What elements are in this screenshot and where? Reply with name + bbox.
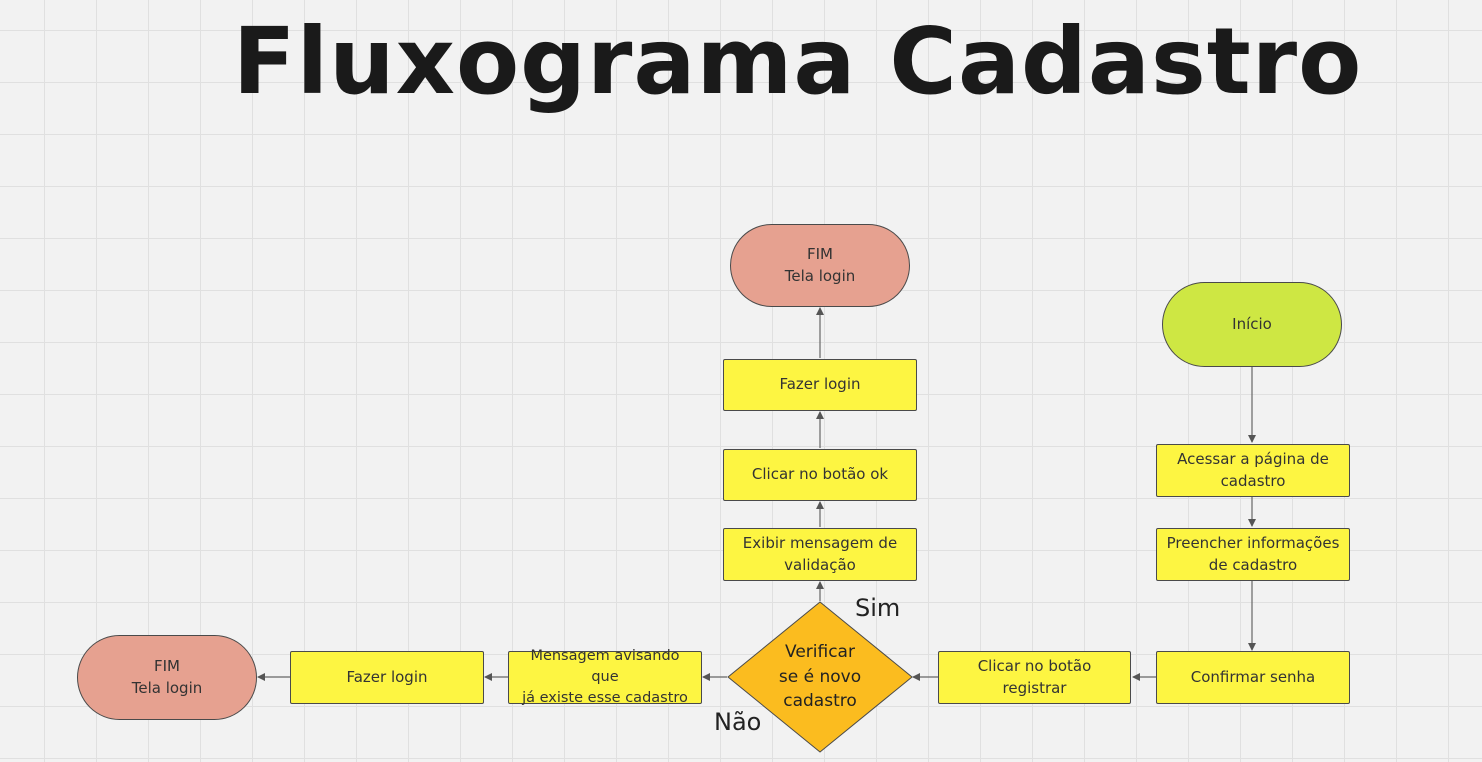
process-preencher-informacoes: Preencher informações de cadastro	[1156, 528, 1350, 581]
process-exibir-mensagem: Exibir mensagem de validação	[723, 528, 917, 581]
decision-diamond-shape	[727, 601, 913, 753]
process-acessar-pagina: Acessar a página de cadastro	[1156, 444, 1350, 497]
decision-label: Verificar se é novo cadastro	[778, 642, 862, 712]
branch-label-sim: Sim	[855, 594, 901, 622]
start-node-inicio: Início	[1162, 282, 1342, 367]
process-confirmar-senha: Confirmar senha	[1156, 651, 1350, 704]
process-mensagem-cadastro-existente: Mensagem avisando que já existe esse cad…	[508, 648, 702, 706]
branch-label-nao: Não	[714, 708, 762, 736]
decision-verificar-cadastro: Verificar se é novo cadastro	[727, 601, 913, 753]
process-clicar-registrar: Clicar no botão registrar	[938, 651, 1131, 704]
process-clicar-ok: Clicar no botão ok	[723, 449, 917, 501]
process-fazer-login-top: Fazer login	[723, 359, 917, 411]
end-node-fim-top: FIM Tela login	[730, 224, 910, 307]
diagram-title: Fluxograma Cadastro	[232, 8, 1363, 115]
end-node-fim-left: FIM Tela login	[77, 635, 257, 720]
process-fazer-login-bottom: Fazer login	[290, 651, 484, 704]
